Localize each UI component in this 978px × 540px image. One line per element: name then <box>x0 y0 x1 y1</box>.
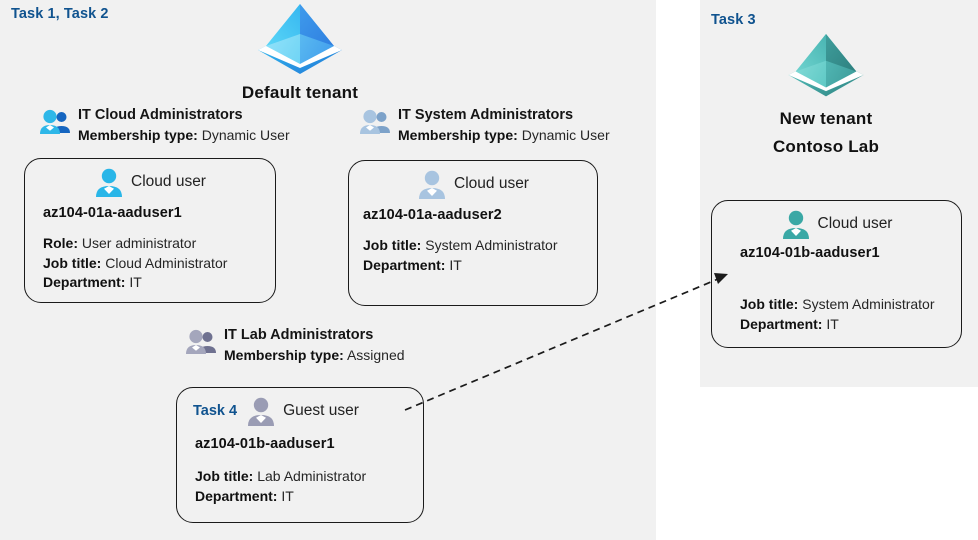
user-attr-department: Department: IT <box>740 315 961 335</box>
attr-value: Cloud Administrator <box>105 254 228 271</box>
user-type-label: Guest user <box>283 402 359 419</box>
user-card-header: Task 4 Guest user <box>177 388 423 428</box>
attr-label: Job title: <box>740 296 799 312</box>
user-attr-department: Department: IT <box>195 487 423 507</box>
task-label-1-2: Task 1, Task 2 <box>11 6 109 22</box>
attr-value: Lab Administrator <box>257 468 367 484</box>
attr-label: Job title: <box>43 254 102 271</box>
group-membership: Membership type: Dynamic User <box>78 126 290 144</box>
attr-label: Role: <box>43 235 78 251</box>
user-attr-job-title: Job title: System Administrator <box>363 236 597 256</box>
azure-ad-tenant-icon <box>258 4 342 74</box>
group-it-system-administrators: IT System Administrators Membership type… <box>358 106 610 144</box>
user-attributes: Job title: System Administrator Departme… <box>363 236 597 275</box>
attr-value: IT <box>281 487 294 504</box>
user-attr-job-title: Job title: System Administrator <box>740 295 961 315</box>
user-card-az104-01a-aaduser2: Cloud user az104-01a-aaduser2 Job title:… <box>348 160 598 306</box>
cloud-user-icon <box>96 168 123 197</box>
cloud-user-icon <box>782 210 809 239</box>
user-type-label: Cloud user <box>131 173 206 190</box>
membership-type-label: Membership type: <box>398 127 518 143</box>
user-card-az104-01b-aaduser1-guest: Task 4 Guest user az104-01b-aaduser1 Job… <box>176 387 424 523</box>
user-id: az104-01a-aaduser2 <box>363 207 502 223</box>
group-membership: Membership type: Dynamic User <box>398 126 610 144</box>
membership-type-value: Dynamic User <box>201 127 290 143</box>
attr-label: Department: <box>363 256 446 273</box>
new-tenant-name-line2: Contoso Lab <box>772 137 880 156</box>
group-users-icon <box>40 109 70 134</box>
user-attr-job-title: Job title: Cloud Administrator <box>43 254 275 274</box>
membership-type-value: Assigned <box>346 347 405 363</box>
group-membership: Membership type: Assigned <box>224 346 405 364</box>
group-users-icon <box>186 329 216 354</box>
default-tenant-name: Default tenant <box>241 83 359 102</box>
cloud-user-icon <box>419 170 446 199</box>
default-tenant-block: Default tenant <box>205 2 395 104</box>
group-name: IT Lab Administrators <box>224 327 374 343</box>
user-id: az104-01b-aaduser1 <box>195 436 335 452</box>
user-card-az104-01b-aaduser1-cloud: Cloud user az104-01b-aaduser1 Job title:… <box>711 200 962 348</box>
new-tenant-name-line1: New tenant <box>779 109 873 128</box>
membership-type-label: Membership type: <box>78 127 198 143</box>
attr-label: Job title: <box>363 237 422 253</box>
user-card-az104-01a-aaduser1: Cloud user az104-01a-aaduser1 Role: User… <box>24 158 276 303</box>
attr-label: Job title: <box>195 468 254 484</box>
group-it-cloud-administrators: IT Cloud Administrators Membership type:… <box>38 106 290 144</box>
group-name: IT System Administrators <box>398 107 574 123</box>
attr-value: User administrator <box>81 235 197 251</box>
attr-label: Department: <box>195 487 278 504</box>
user-id: az104-01b-aaduser1 <box>740 245 880 261</box>
guest-user-icon <box>248 397 275 426</box>
group-users-icon <box>360 109 390 134</box>
attr-value: System Administrator <box>425 237 558 253</box>
attr-value: IT <box>826 315 839 332</box>
membership-type-value: Dynamic User <box>521 127 610 143</box>
user-attr-department: Department: IT <box>43 273 275 293</box>
attr-value: IT <box>449 256 462 273</box>
user-card-header: Cloud user <box>25 159 275 199</box>
membership-type-label: Membership type: <box>224 347 344 363</box>
user-attr-department: Department: IT <box>363 256 597 276</box>
group-it-lab-administrators: IT Lab Administrators Membership type: A… <box>184 326 405 364</box>
attr-label: Department: <box>740 315 823 332</box>
user-type-label: Cloud user <box>454 175 529 192</box>
user-id: az104-01a-aaduser1 <box>43 205 182 221</box>
task-label-3: Task 3 <box>711 12 756 28</box>
user-attributes: Job title: Lab Administrator Department:… <box>195 467 423 506</box>
user-card-header: Cloud user <box>712 201 961 241</box>
task-label-4: Task 4 <box>193 403 238 419</box>
attr-value: System Administrator <box>802 296 935 312</box>
user-attr-job-title: Job title: Lab Administrator <box>195 467 423 487</box>
azure-ad-tenant-icon <box>788 34 864 97</box>
group-name: IT Cloud Administrators <box>78 107 243 123</box>
attr-label: Department: <box>43 274 126 290</box>
user-type-label: Cloud user <box>817 215 893 232</box>
user-attributes: Role: User administrator Job title: Clou… <box>43 234 275 293</box>
user-card-header: Cloud user <box>349 161 597 201</box>
new-tenant-block: New tenant Contoso Lab <box>736 32 916 158</box>
user-attributes: Job title: System Administrator Departme… <box>740 295 961 334</box>
user-attr-role: Role: User administrator <box>43 234 275 254</box>
attr-value: IT <box>129 274 142 290</box>
